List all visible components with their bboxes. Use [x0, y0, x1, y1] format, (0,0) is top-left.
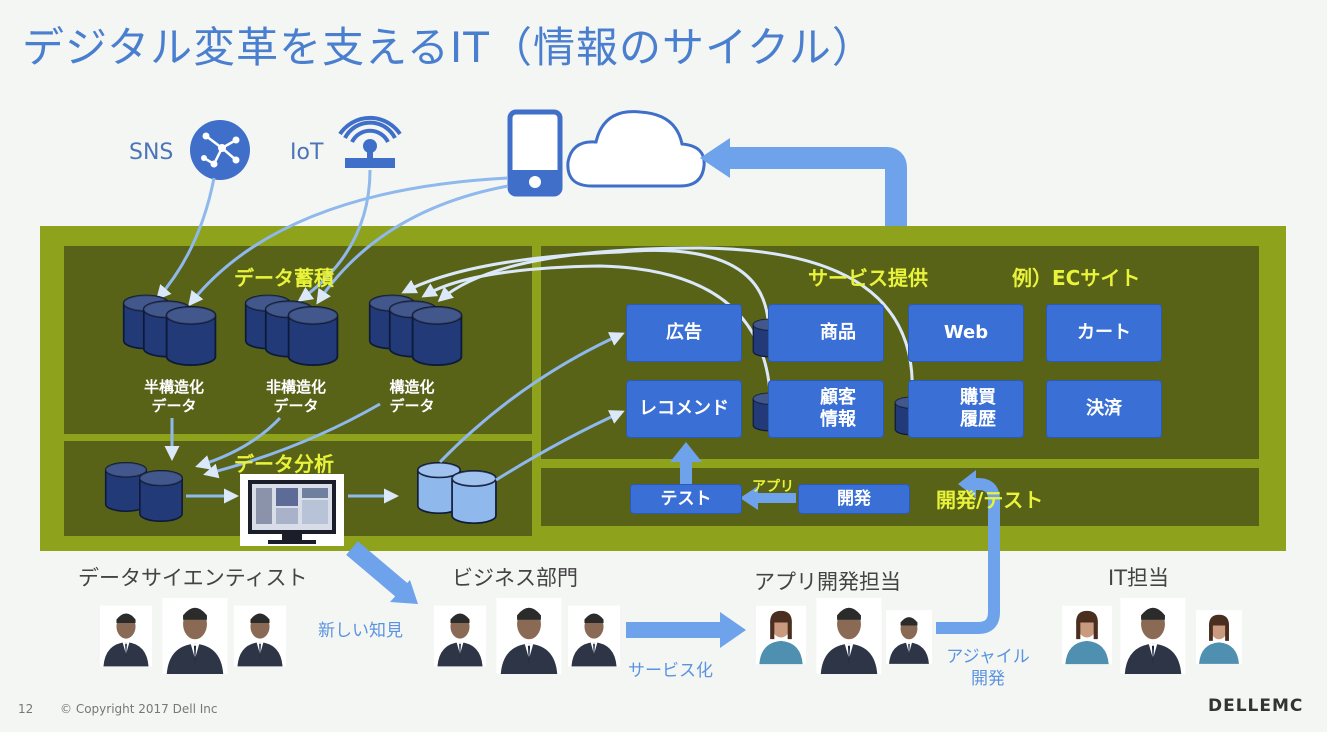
agile-label: アジャイル 開発 [946, 647, 1030, 689]
slide-title: デジタル変革を支えるIT（情報のサイクル） [22, 23, 875, 72]
new-insight-label: 新しい知見 [318, 621, 403, 641]
servicize-arrow [626, 622, 724, 638]
payment-box: 決済 [1046, 380, 1162, 438]
recommend-box: レコメンド [626, 380, 742, 438]
smartphone-icon [507, 109, 563, 197]
monitor-icon [240, 474, 344, 546]
dev-test-partial-label-1: アプリ [752, 479, 794, 495]
business-people [434, 598, 620, 674]
web-box: Web [908, 304, 1024, 362]
insight-arrow [346, 541, 410, 599]
app-dev-people [756, 598, 932, 674]
agile-loop-arrow [936, 478, 1000, 634]
product-box: 商品 [768, 304, 884, 362]
data-storage-label: データ蓄積 [234, 266, 334, 290]
it-people [1062, 598, 1242, 674]
app-dev-label: アプリ開発担当 [754, 570, 901, 594]
business-label: ビジネス部門 [452, 566, 578, 590]
develop-box: 開発 [798, 484, 910, 514]
storage-to-analysis-lines [164, 402, 381, 479]
dell-emc-logo: DELLEMC [1208, 696, 1304, 716]
ad-box: 広告 [626, 304, 742, 362]
page-number: 12 [18, 702, 34, 716]
cloud-icon [566, 110, 706, 188]
source-flow-lines [156, 169, 509, 307]
service-example-label: 例）ECサイト [1012, 266, 1141, 290]
customer-box: 顧客 情報 [768, 380, 884, 438]
network-icon [190, 120, 250, 180]
data-scientist-label: データサイエンティスト [78, 566, 308, 590]
sns-label: SNS [129, 140, 174, 165]
data-scientist-people [100, 598, 286, 674]
data-analysis-label: データ分析 [234, 452, 334, 476]
structured-label: 構造化 データ [389, 378, 435, 415]
deploy-arrow [716, 147, 907, 226]
cart-box: カート [1046, 304, 1162, 362]
copyright: © Copyright 2017 Dell Inc [60, 702, 218, 716]
servicize-label: サービス化 [628, 661, 713, 681]
semi-structured-label: 半構造化 データ [143, 378, 204, 415]
antenna-icon [338, 115, 402, 168]
unstructured-label: 非構造化 データ [265, 378, 326, 415]
insight-to-service-lines [438, 332, 625, 482]
test-box: テスト [630, 484, 742, 514]
dev-test-partial-label-2: 開発/テスト [936, 488, 1044, 512]
it-label: IT担当 [1108, 566, 1170, 590]
iot-label: IoT [290, 140, 324, 165]
purchase-box: 購買 履歴 [908, 380, 1024, 438]
service-label: サービス提供 [808, 266, 928, 290]
feedback-lines [401, 246, 914, 397]
